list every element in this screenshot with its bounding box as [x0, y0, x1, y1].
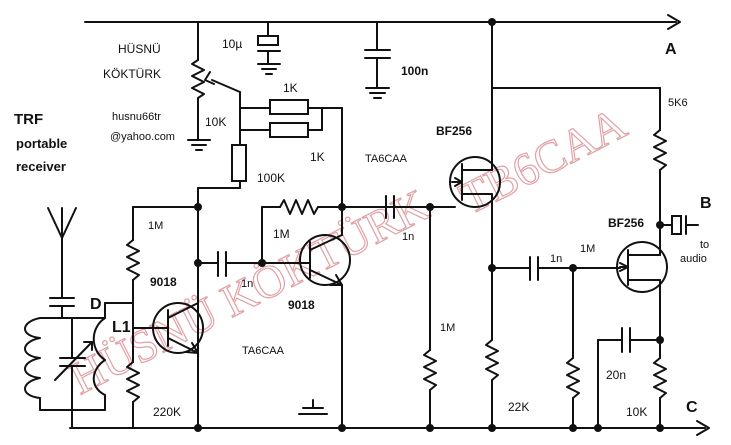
author-surname: KÖKTÜRK: [103, 67, 161, 81]
label-callsign-bottom: TA6CAA: [242, 345, 285, 357]
label-cap-10u: 10µ: [222, 37, 242, 51]
label-res-100k: 100K: [257, 171, 285, 185]
title-receiver: receiver: [16, 159, 66, 174]
label-q1: 9018: [150, 275, 177, 289]
labels: TRF portable receiver HÜSNÜ KÖKTÜRK husn…: [14, 37, 712, 419]
junction-dots: [194, 18, 664, 432]
label-res-5k6: 5K6: [668, 97, 688, 109]
label-to: to: [700, 239, 709, 251]
label-cap-1n-c: 1n: [550, 253, 562, 265]
label-cap-1n-b: 1n: [402, 231, 414, 243]
label-res-1k-top: 1K: [283, 81, 298, 95]
terminal-b: B: [700, 195, 712, 212]
capacitor-100n: [364, 21, 391, 99]
terminal-c: C: [686, 399, 698, 416]
label-cap-100n: 100n: [401, 64, 428, 78]
terminal-a: A: [665, 41, 677, 58]
watermark-text-2: TB6CAA: [451, 97, 634, 224]
title-portable: portable: [16, 136, 67, 151]
label-cap-20n: 20n: [606, 368, 626, 382]
capacitor-10u: [257, 21, 281, 75]
email-domain: @yahoo.com: [110, 131, 175, 143]
antenna-tank: [24, 207, 134, 429]
email-user: husnu66tr: [112, 111, 161, 123]
label-pot-10k: 10K: [205, 115, 226, 129]
label-cap-1n-a: 1n: [241, 278, 253, 290]
label-res-1k-bottom: 1K: [310, 150, 325, 164]
label-res-22k: 22K: [508, 400, 529, 414]
label-audio: audio: [680, 253, 707, 265]
label-callsign-top: TA6CAA: [365, 153, 408, 165]
terminal-d: D: [90, 296, 102, 313]
label-res-1m-gate1: 1M: [440, 322, 455, 334]
ground-rail-c: [69, 420, 710, 436]
label-res-220k: 220K: [153, 405, 181, 419]
title-trf: TRF: [14, 111, 43, 128]
author-name: HÜSNÜ: [118, 42, 161, 56]
label-res-10k-source: 10K: [626, 405, 647, 419]
label-fet2: BF256: [608, 216, 644, 230]
label-q2: 9018: [288, 298, 315, 312]
label-fet1: BF256: [436, 124, 472, 138]
resistor-1k-pair: [239, 99, 343, 208]
potentiometer-10k: [187, 21, 241, 151]
label-res-1m-gate2: 1M: [580, 243, 595, 255]
watermark-text-1: HÜSNÜ KÖKTÜRK: [61, 179, 436, 404]
supply-rail-a: [84, 14, 681, 30]
label-res-1m-q1: 1M: [148, 220, 163, 232]
label-coil-l1: L1: [112, 319, 131, 336]
label-res-1m-feedback: 1M: [273, 227, 290, 241]
fet2-stage: [491, 87, 699, 429]
